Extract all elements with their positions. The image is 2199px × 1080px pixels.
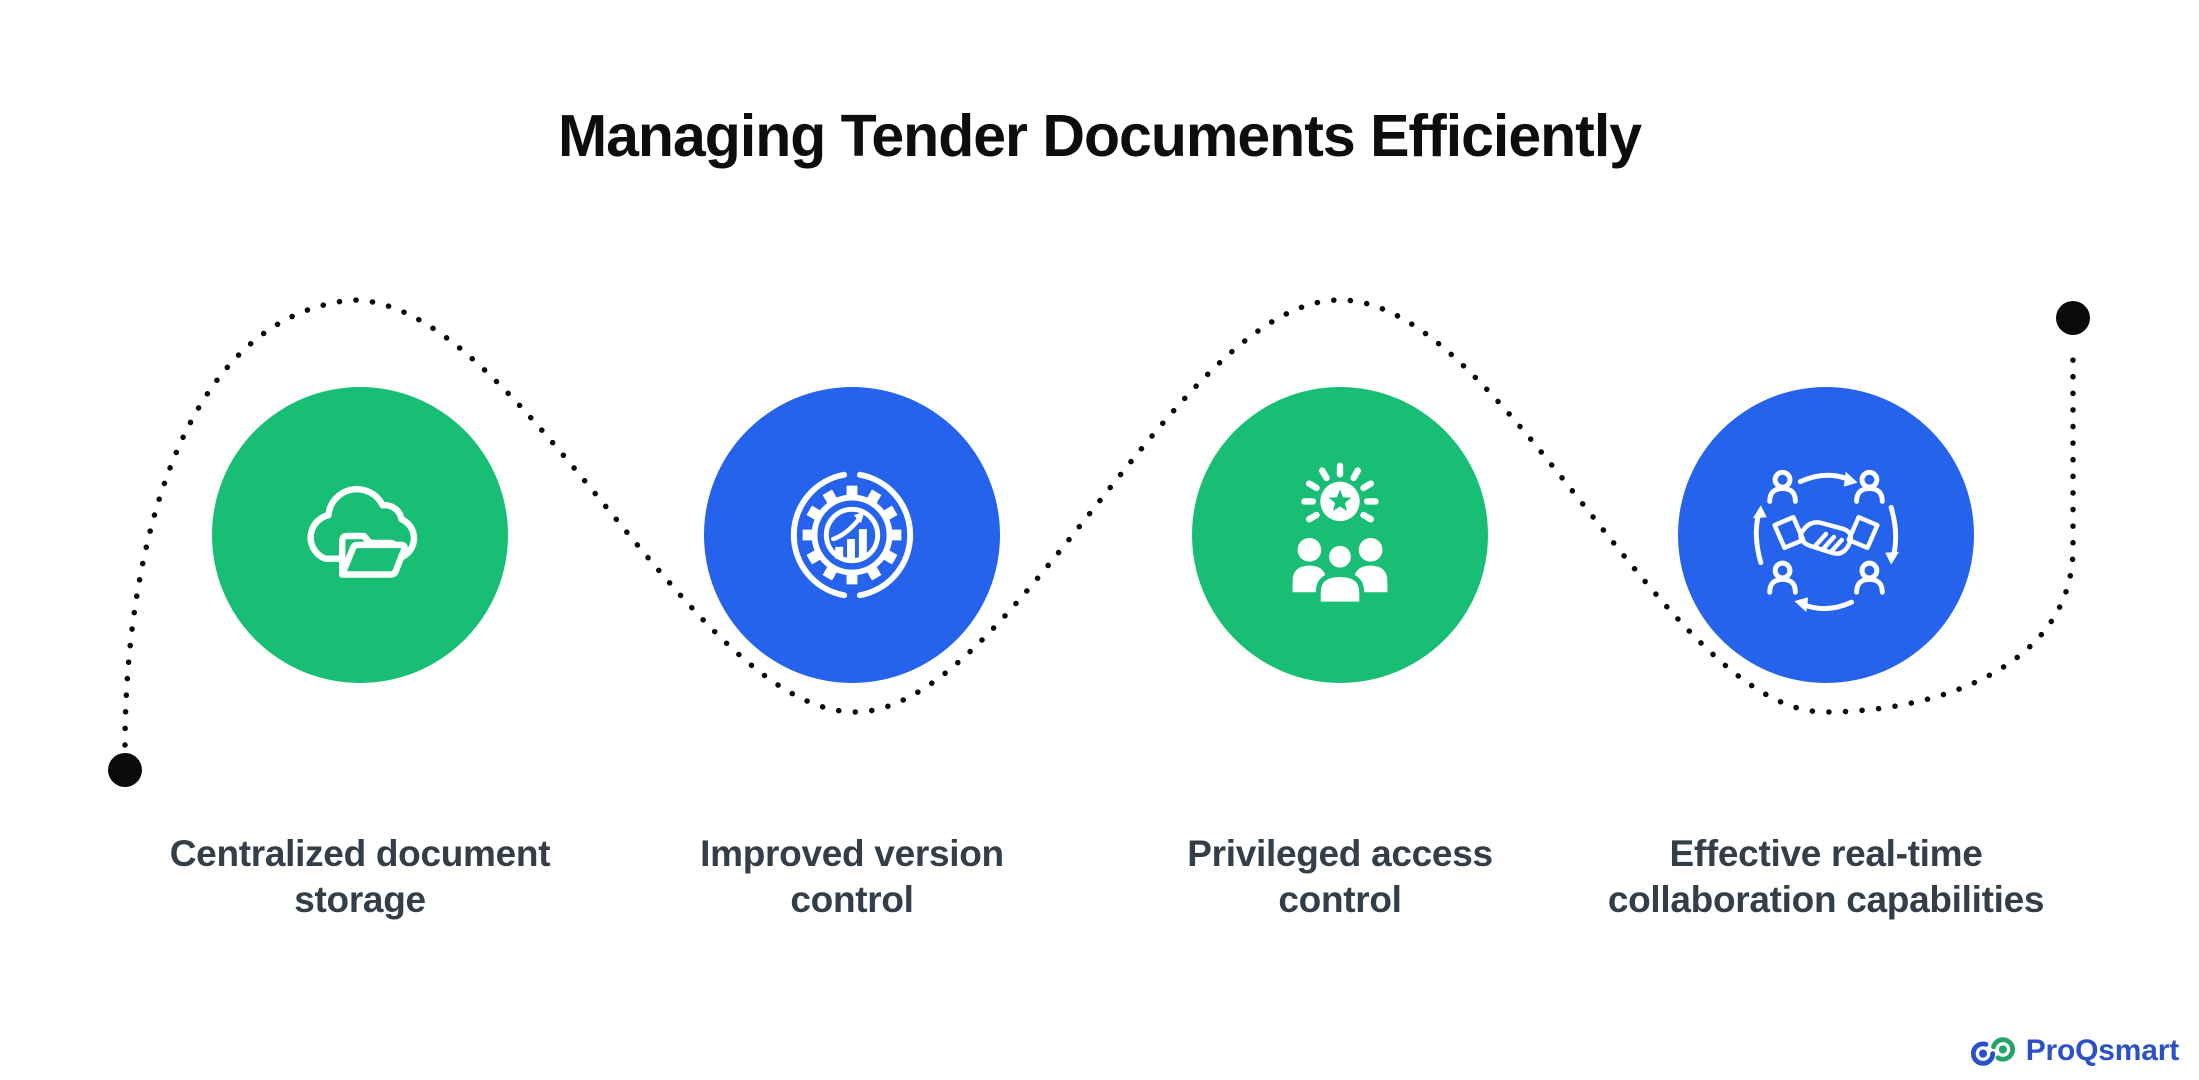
step-label-line: Centralized document — [169, 833, 551, 874]
step-label-4: Effective real-time collaboration capabi… — [1546, 831, 2106, 923]
step-label-3: Privileged access control — [1060, 831, 1620, 923]
step-circle-2 — [704, 387, 1000, 683]
handshake-collaboration-icon — [1752, 469, 1900, 613]
cloud-folder-icon — [307, 486, 418, 578]
step-circle-1 — [212, 387, 508, 683]
step-label-line: Privileged access — [1187, 833, 1493, 874]
step-circle-4 — [1678, 387, 1974, 683]
step-label-line: Improved version — [700, 833, 1004, 874]
step-label-line: control — [1278, 879, 1402, 920]
step-circle-3 — [1192, 387, 1488, 683]
connector-end-dot — [2056, 301, 2090, 335]
proqsmart-logo-text: ProQsmart — [2025, 1034, 2179, 1067]
step-label-1: Centralized document storage — [80, 831, 640, 923]
proqsmart-logo-icon — [1970, 1037, 2015, 1066]
step-label-2: Improved version control — [572, 831, 1132, 923]
gear-growth-chart-icon — [790, 471, 914, 599]
step-label-line: collaboration capabilities — [1607, 879, 2045, 920]
team-star-icon — [1292, 462, 1388, 607]
connector-start-dot — [108, 753, 142, 787]
step-label-line: control — [790, 879, 914, 920]
step-label-line: storage — [294, 879, 426, 920]
proqsmart-logo: ProQsmart — [1970, 1032, 2179, 1070]
step-label-line: Effective real-time — [1669, 833, 1983, 874]
page-title: Managing Tender Documents Efficiently — [557, 103, 1642, 169]
